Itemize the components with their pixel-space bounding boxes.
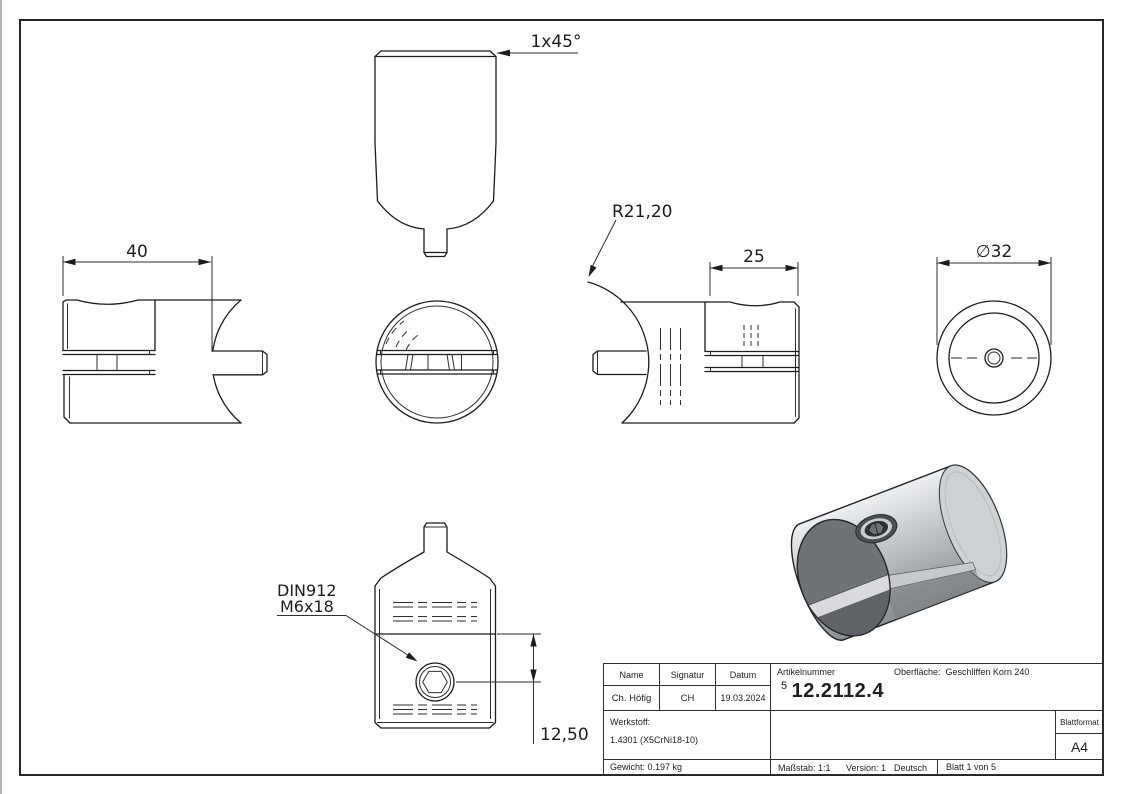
massstab-cell: Maßstab: 1:1 Version: 1 Deutsch: [770, 759, 938, 775]
artikelnummer-prefix: 5: [781, 680, 788, 692]
datum-label-cell: Datum: [715, 663, 771, 686]
view-side-left: 40: [62, 242, 268, 424]
oberflaeche-label: Oberfläche:: [894, 667, 941, 677]
oberflaeche-value: Geschliffen Korn 240: [945, 667, 1030, 677]
werkstoff-label: Werkstoff:: [610, 717, 651, 727]
view-3d-render: [790, 464, 1008, 650]
gewicht-cell: Gewicht: 0.197 kg: [603, 759, 771, 775]
view-top: 1x45°: [374, 32, 582, 258]
artikelnummer-number: 12.2112.4: [791, 680, 884, 702]
name-label-cell: Name: [603, 663, 660, 686]
artikelnummer-label: Artikelnummer: [777, 667, 836, 677]
view-bottom-front: DIN912 M6x18 12,50: [277, 522, 589, 745]
drawing-frame: [19, 19, 1104, 776]
title-block: Name Signatur Datum Ch. Höfig CH 19.03.2…: [603, 663, 1104, 775]
dim-diameter: ∅32: [976, 242, 1012, 262]
dim-jaw-width: 25: [743, 247, 765, 267]
empty-cell: [770, 710, 1056, 760]
oberflaeche-text: Oberfläche: Geschliffen Korn 240: [894, 667, 1029, 677]
werkstoff-cell: Werkstoff: 1.4301 (X5CrNi18-10): [603, 710, 771, 760]
view-front-circle: [375, 300, 499, 424]
signatur-label-cell: Signatur: [659, 663, 716, 686]
sprache-text: Deutsch: [894, 763, 928, 773]
screw-socket-3d: [855, 514, 898, 544]
name-value-cell: Ch. Höfig: [603, 685, 660, 711]
werkstoff-value: 1.4301 (X5CrNi18-10): [610, 735, 699, 745]
dim-screw-offset: 12,50: [540, 725, 589, 745]
dim-chamfer: 1x45°: [530, 32, 581, 52]
window-edge: [0, 0, 2, 794]
dim-depth: 40: [126, 242, 148, 262]
datum-value-cell: 19.03.2024: [715, 685, 771, 711]
leader-screw-norm: DIN912: [277, 581, 337, 600]
view-side-right: 25 R21,20: [587, 202, 800, 424]
dim-radius: R21,20: [612, 202, 672, 222]
leader-screw-size: M6x18: [280, 597, 334, 616]
artikelnummer-cell: Artikelnummer Oberfläche: Geschliffen Ko…: [770, 663, 1104, 711]
blattformat-value-cell: A4: [1055, 733, 1104, 760]
view-back-circle: ∅32: [936, 242, 1052, 416]
blatt-cell: Blatt 1 von 5: [937, 759, 1104, 775]
blattformat-label-cell: Blattformat: [1055, 710, 1104, 734]
massstab-text: Maßstab: 1:1: [778, 763, 831, 773]
signatur-value-cell: CH: [659, 685, 716, 711]
version-text: Version: 1: [846, 763, 887, 773]
artikelnummer-value: 5 12.2112.4: [781, 680, 884, 703]
